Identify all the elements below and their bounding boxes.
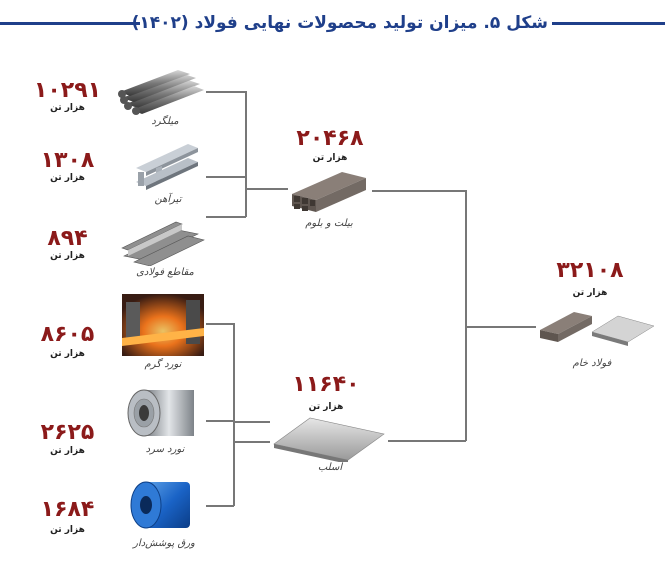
sections-image bbox=[118, 216, 208, 266]
connector bbox=[206, 91, 246, 93]
connector bbox=[465, 190, 467, 441]
connector bbox=[234, 421, 270, 423]
sections-unit: هزار تن bbox=[50, 251, 85, 261]
page-title: شکل ۵. میزان تولید محصولات نهایی فولاد (… bbox=[131, 13, 548, 33]
crude-steel-image bbox=[538, 306, 656, 348]
connector bbox=[206, 216, 246, 218]
connector bbox=[233, 323, 235, 506]
ibeam-unit: هزار تن bbox=[50, 173, 85, 183]
billet-label: بیلت و بلوم bbox=[305, 218, 353, 229]
cold-rolled-unit: هزار تن bbox=[50, 446, 85, 456]
sections-value: ۸۹۴ bbox=[47, 226, 88, 251]
coated-unit: هزار تن bbox=[50, 525, 85, 535]
hot-rolled-image bbox=[122, 294, 204, 356]
connector bbox=[206, 420, 234, 422]
crude-steel-label: فولاد خام bbox=[572, 358, 612, 369]
coated-image bbox=[124, 476, 206, 534]
hot-rolled-label: نورد گرم bbox=[144, 359, 182, 370]
crude-steel-value: ۳۲۱۰۸ bbox=[556, 258, 624, 283]
slab-image bbox=[270, 412, 388, 462]
slab-unit: هزار تن bbox=[308, 402, 344, 412]
rebar-label: میلگرد bbox=[151, 116, 179, 127]
cold-rolled-label: نورد سرد bbox=[145, 444, 185, 455]
slab-value: ۱۱۶۴۰ bbox=[292, 372, 360, 397]
connector bbox=[372, 190, 466, 192]
connector bbox=[388, 440, 466, 442]
rebar-image bbox=[118, 66, 208, 116]
header-rule-left bbox=[0, 22, 140, 25]
connector bbox=[206, 505, 234, 507]
connector bbox=[466, 326, 536, 328]
cold-rolled-value: ۲۶۲۵ bbox=[40, 420, 95, 445]
coated-label: ورق پوشش‌دار bbox=[133, 538, 195, 549]
crude-steel-unit: هزار تن bbox=[572, 288, 608, 298]
hot-rolled-unit: هزار تن bbox=[50, 349, 85, 359]
coated-value: ۱۶۸۴ bbox=[40, 497, 95, 522]
connector bbox=[234, 441, 270, 443]
billet-value: ۲۰۴۶۸ bbox=[296, 126, 364, 151]
connector bbox=[245, 91, 247, 217]
rebar-value: ۱۰۲۹۱ bbox=[33, 78, 102, 103]
rebar-unit: هزار تن bbox=[50, 103, 85, 113]
connector bbox=[206, 323, 234, 325]
connector bbox=[206, 176, 246, 178]
billet-unit: هزار تن bbox=[312, 153, 348, 163]
billet-image bbox=[288, 164, 370, 216]
slab-label: اسلب bbox=[317, 462, 343, 473]
hot-rolled-value: ۸۶۰۵ bbox=[40, 322, 95, 347]
ibeam-label: تیرآهن bbox=[154, 194, 182, 205]
ibeam-image bbox=[126, 138, 206, 193]
ibeam-value: ۱۳۰۸ bbox=[40, 148, 95, 173]
connector bbox=[246, 188, 288, 190]
cold-rolled-image bbox=[124, 384, 206, 442]
header-rule-right bbox=[552, 22, 665, 25]
sections-label: مقاطع فولادی bbox=[136, 267, 194, 278]
